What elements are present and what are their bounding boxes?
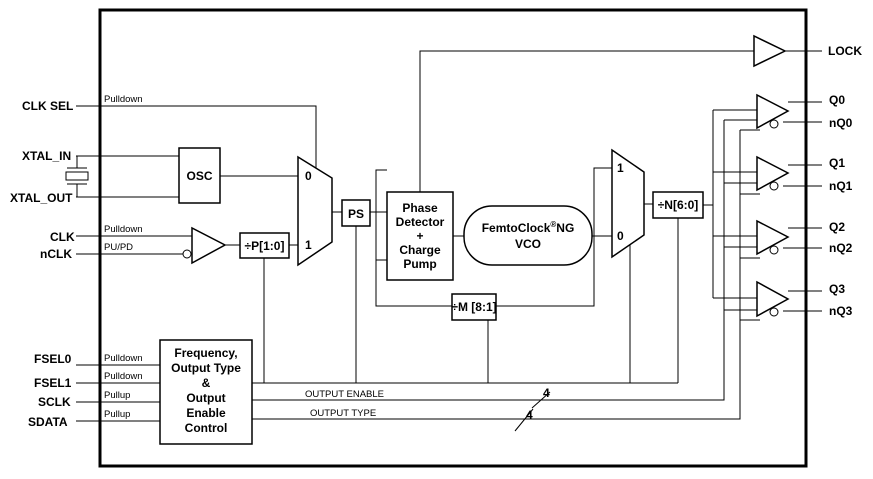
crystal-symbol [65, 156, 89, 197]
pin-xtal-in: XTAL_IN [22, 149, 179, 163]
pin-q2-label: Q2 [829, 220, 845, 234]
output-type-width: 4 [526, 408, 533, 422]
div-p-block [239, 232, 290, 259]
vco-label-line2: VCO [515, 237, 541, 251]
pin-lock-label: LOCK [828, 44, 862, 58]
pin-sdata-note: Pullup [104, 409, 130, 420]
feedback-wire-in [375, 169, 452, 307]
pin-fsel1: FSEL1 Pulldown [34, 371, 160, 390]
output-buffer-1: Q1 nQ1 [756, 155, 853, 193]
pfd-line-3: + [416, 229, 423, 243]
lock-buffer [753, 34, 787, 68]
phase-detector-block [386, 191, 454, 281]
pin-sclk-note: Pullup [104, 390, 130, 401]
pin-nclk: nCLK PU/PD [40, 242, 192, 261]
output-enable-width: 4 [543, 386, 550, 400]
control-line-6: Control [185, 421, 228, 435]
output-mux [611, 148, 645, 259]
osc-label: OSC [186, 169, 212, 183]
output-enable-label: OUTPUT ENABLE [305, 389, 384, 400]
vco-block [463, 205, 593, 266]
control-line-1: Frequency, [174, 346, 237, 360]
input-mux-in0: 0 [305, 169, 312, 183]
control-line-4: Output [186, 391, 225, 405]
pin-fsel0-note: Pulldown [104, 353, 143, 364]
pin-sdata: SDATA Pullup [28, 409, 160, 429]
output-type-width-slash [514, 408, 534, 432]
pin-q0-label: Q0 [829, 93, 845, 107]
div-p-label: ÷P[1:0] [245, 239, 285, 253]
ps-block [341, 199, 371, 227]
pin-fsel0: FSEL0 Pulldown [34, 352, 160, 366]
output-mux-in1: 1 [617, 161, 624, 175]
output-enable-width-slash [531, 391, 551, 409]
pin-clk-note: Pulldown [104, 224, 143, 235]
pfd-line-2: Detector [396, 215, 445, 229]
pin-fsel1-note: Pulldown [104, 371, 143, 382]
div-n-label: ÷N[6:0] [658, 198, 699, 212]
pin-fsel0-label: FSEL0 [34, 352, 72, 366]
chip-boundary [98, 8, 808, 468]
pin-nq3-label: nQ3 [829, 304, 853, 318]
pin-clk-sel: CLK SEL Pulldown [22, 94, 317, 168]
output-buffer-2: Q2 nQ2 [756, 219, 853, 256]
pin-nq1-label: nQ1 [829, 179, 853, 193]
output-type-bus [252, 130, 741, 420]
output-buffer-3: Q3 nQ3 [756, 280, 853, 318]
output-type-label: OUTPUT TYPE [310, 408, 376, 419]
input-mux [297, 155, 333, 267]
output-buffer-0: Q0 nQ0 [756, 93, 853, 130]
pin-nclk-note: PU/PD [104, 242, 133, 253]
lock-wire [419, 50, 754, 192]
pin-nq0-label: nQ0 [829, 116, 853, 130]
pin-clk: CLK Pulldown [50, 224, 192, 244]
control-line-5: Enable [186, 406, 226, 420]
input-mux-in1: 1 [305, 238, 312, 252]
pin-xtal-out-label: XTAL_OUT [10, 191, 73, 205]
pin-xtal-out: XTAL_OUT [10, 191, 179, 205]
input-buffer [191, 226, 227, 265]
osc-block [178, 147, 221, 204]
div-m-label: ÷M [8:1] [451, 300, 496, 314]
pin-sclk-label: SCLK [38, 395, 71, 409]
pin-nclk-label: nCLK [40, 247, 72, 261]
div-m-block [451, 293, 497, 321]
pin-sdata-label: SDATA [28, 415, 68, 429]
pin-clk-sel-note: Pulldown [104, 94, 143, 105]
pin-clk-sel-label: CLK SEL [22, 99, 73, 113]
pin-sclk: SCLK Pullup [38, 390, 160, 409]
pin-clk-label: CLK [50, 230, 75, 244]
control-block [159, 339, 253, 445]
pin-xtal-in-label: XTAL_IN [22, 149, 71, 163]
pin-nq2-label: nQ2 [829, 241, 853, 255]
pfd-line-4: Charge [399, 243, 441, 257]
vco-label-line1: FemtoClock®NG [482, 220, 575, 235]
output-mux-in0: 0 [617, 229, 624, 243]
ps-label: PS [348, 207, 364, 221]
feedback-wire-out [496, 167, 612, 307]
pin-q3-label: Q3 [829, 282, 845, 296]
pfd-line-5: Pump [403, 257, 436, 271]
control-line-2: Output Type [171, 361, 241, 375]
control-line-3: & [202, 376, 211, 390]
output-enable-bus [252, 120, 725, 401]
pin-fsel1-label: FSEL1 [34, 376, 72, 390]
pin-q1-label: Q1 [829, 156, 845, 170]
pfd-line-1: Phase [402, 201, 438, 215]
clk-sel-wire [76, 105, 317, 168]
